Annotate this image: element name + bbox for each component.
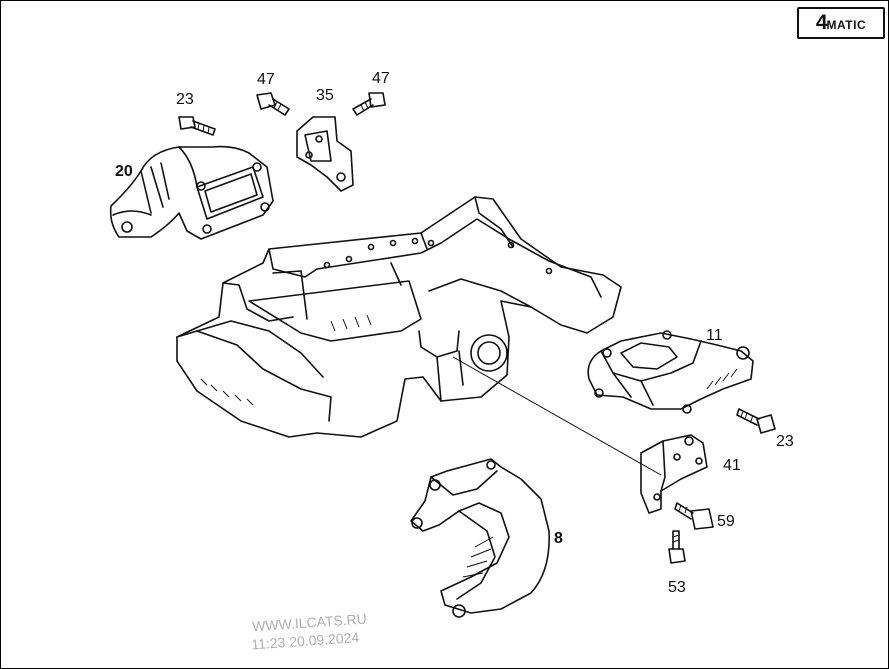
callout-35[interactable]: 35 — [316, 87, 334, 104]
leader-line — [452, 356, 662, 476]
callout-59[interactable]: 59 — [717, 513, 735, 530]
part-59-bolt[interactable] — [674, 502, 714, 530]
callout-53[interactable]: 53 — [668, 579, 686, 596]
watermark-datetime: 11:23 20.09.2024 — [251, 629, 360, 653]
callout-47-left[interactable]: 47 — [257, 71, 275, 88]
callout-23-left[interactable]: 23 — [176, 91, 194, 108]
callout-8[interactable]: 8 — [554, 530, 563, 547]
callout-23-right[interactable]: 23 — [776, 433, 794, 450]
watermark-site: WWW.ILCATS.RU — [252, 610, 368, 634]
watermark: WWW.ILCATS.RU 11:23 20.09.2024 — [251, 610, 368, 653]
part-23-bolt-left[interactable] — [178, 116, 216, 136]
part-11-transmission-mount[interactable] — [587, 330, 754, 414]
callout-11[interactable]: 11 — [706, 327, 723, 344]
part-41-support-bracket[interactable] — [640, 434, 708, 514]
callout-41[interactable]: 41 — [723, 457, 741, 474]
callout-20[interactable]: 20 — [115, 163, 133, 180]
part-8-support-arch[interactable] — [410, 458, 550, 618]
4matic-badge: 4 MATIC — [797, 7, 885, 39]
part-47-bolt-left[interactable] — [256, 92, 290, 116]
callout-47-right[interactable]: 47 — [372, 70, 390, 87]
badge-digit: 4 — [815, 11, 828, 34]
part-35-bracket[interactable] — [296, 116, 354, 192]
badge-text: MATIC — [826, 18, 867, 32]
part-47-bolt-right[interactable] — [352, 92, 386, 116]
part-23-bolt-right[interactable] — [736, 408, 776, 434]
main-crossmember-housing[interactable] — [176, 196, 622, 438]
part-20-mount-bracket[interactable] — [109, 145, 274, 240]
part-53-bolt[interactable] — [668, 530, 686, 564]
